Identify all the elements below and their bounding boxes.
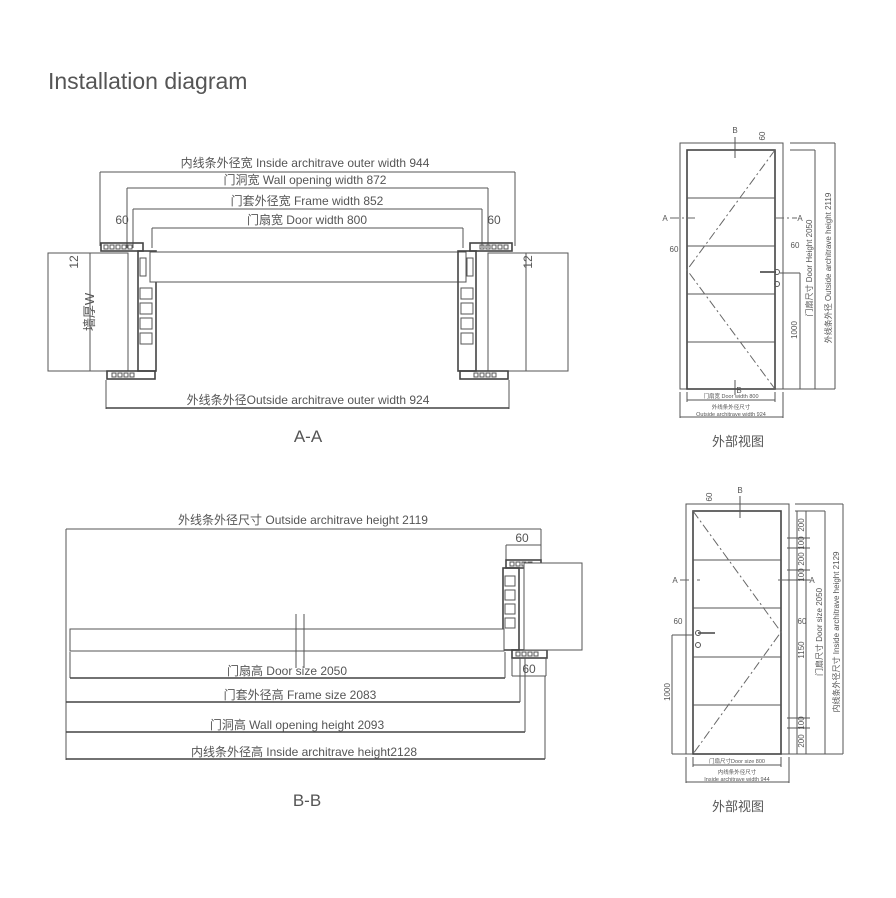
ev2-handle-height: 1000 <box>663 683 672 701</box>
ev2-inside-width-cn: 内线条外径尺寸 <box>718 768 757 776</box>
groove-dim-1: 200 <box>797 518 806 532</box>
ev1-caption: 外部视图 <box>712 434 764 449</box>
ev2-door-size-width: 门扇尺寸Door size 800 <box>709 757 765 765</box>
marker-b-bottom: B <box>736 386 741 395</box>
section-aa-label: A-A <box>294 427 323 446</box>
groove-dim-2: 100 <box>797 536 806 550</box>
ev2-marker-a-left: A <box>672 576 678 585</box>
inside-architrave-height-label: 内线条外径高 Inside architrave height2128 <box>191 744 417 759</box>
ev2-door-size: 门扇尺寸 Door size 2050 <box>814 587 824 676</box>
marker-b-top: B <box>732 126 737 135</box>
door-width-label: 门扇宽 Door width 800 <box>247 212 367 227</box>
ev1-handle-height: 1000 <box>790 321 799 339</box>
ev1-top-60: 60 <box>758 131 767 140</box>
wall-opening-height-label: 门洞高 Wall opening height 2093 <box>210 717 385 732</box>
exterior-view-1: B B A A 60 60 60 1000 门扇尺寸 Door Height 2… <box>662 126 836 449</box>
bb-top-60-label: 60 <box>515 531 529 545</box>
ev1-door-width: 门扇宽 Door width 800 <box>703 392 758 400</box>
outside-architrave-height-label: 外线条外径尺寸 Outside architrave height 2119 <box>178 513 428 527</box>
outside-architrave-width-label: 外线条外径Outside architrave outer width 924 <box>187 393 430 407</box>
inside-architrave-width-label: 内线条外径宽 Inside architrave outer width 944 <box>181 155 430 170</box>
ev1-door-height: 门扇尺寸 Door Height 2050 <box>804 219 814 316</box>
marker-a-left: A <box>662 214 668 223</box>
marker-a-right: A <box>797 214 803 223</box>
ev2-marker-a-right: A <box>809 576 815 585</box>
wall-thickness-label: 墙厚W <box>82 292 97 331</box>
page-title: Installation diagram <box>48 68 248 94</box>
ev1-outside-width: Outside architrave width 924 <box>696 412 766 418</box>
ev2-inside-width: Inside architrave width 944 <box>704 777 769 783</box>
bb-bottom-60-label: 60 <box>522 662 536 676</box>
left-12-label: 12 <box>67 255 81 269</box>
ev1-left-60: 60 <box>670 245 679 254</box>
exterior-view-2: B A A 60 60 60 200 100 200 100 1150 100 … <box>663 486 844 814</box>
groove-dim-5: 1150 <box>797 641 806 659</box>
frame-size-label: 门套外径高 Frame size 2083 <box>224 687 377 702</box>
ev2-top-60: 60 <box>705 492 714 501</box>
ev1-outside-architrave-height: 外线条外径 Outside architrave height 2119 <box>823 192 833 343</box>
door-size-label: 门扇高 Door size 2050 <box>227 663 347 678</box>
ev2-left-60: 60 <box>674 617 683 626</box>
right-60-label: 60 <box>487 213 501 227</box>
ev2-caption: 外部视图 <box>712 799 764 814</box>
frame-width-label: 门套外径宽 Frame width 852 <box>231 193 384 208</box>
section-bb: 外线条外径尺寸 Outside architrave height 2119 6… <box>65 513 583 810</box>
groove-dim-6: 100 <box>797 716 806 730</box>
ev1-right-60: 60 <box>791 241 800 250</box>
groove-dim-4: 100 <box>797 568 806 582</box>
section-aa: 内线条外径宽 Inside architrave outer width 944… <box>47 155 569 446</box>
ev1-outside-width-cn: 外线条外径尺寸 <box>712 403 751 411</box>
groove-dim-3: 200 <box>797 552 806 566</box>
right-12-label: 12 <box>521 255 535 269</box>
section-bb-label: B-B <box>293 791 321 810</box>
ev2-marker-b-top: B <box>737 486 742 495</box>
left-60-label: 60 <box>115 213 129 227</box>
ev2-inside-architrave-height: 内线条外径尺寸 Inside architrave height 2129 <box>831 551 841 713</box>
groove-dim-7: 200 <box>797 734 806 748</box>
ev2-right-60: 60 <box>798 617 807 626</box>
wall-opening-width-label: 门洞宽 Wall opening width 872 <box>224 172 387 187</box>
